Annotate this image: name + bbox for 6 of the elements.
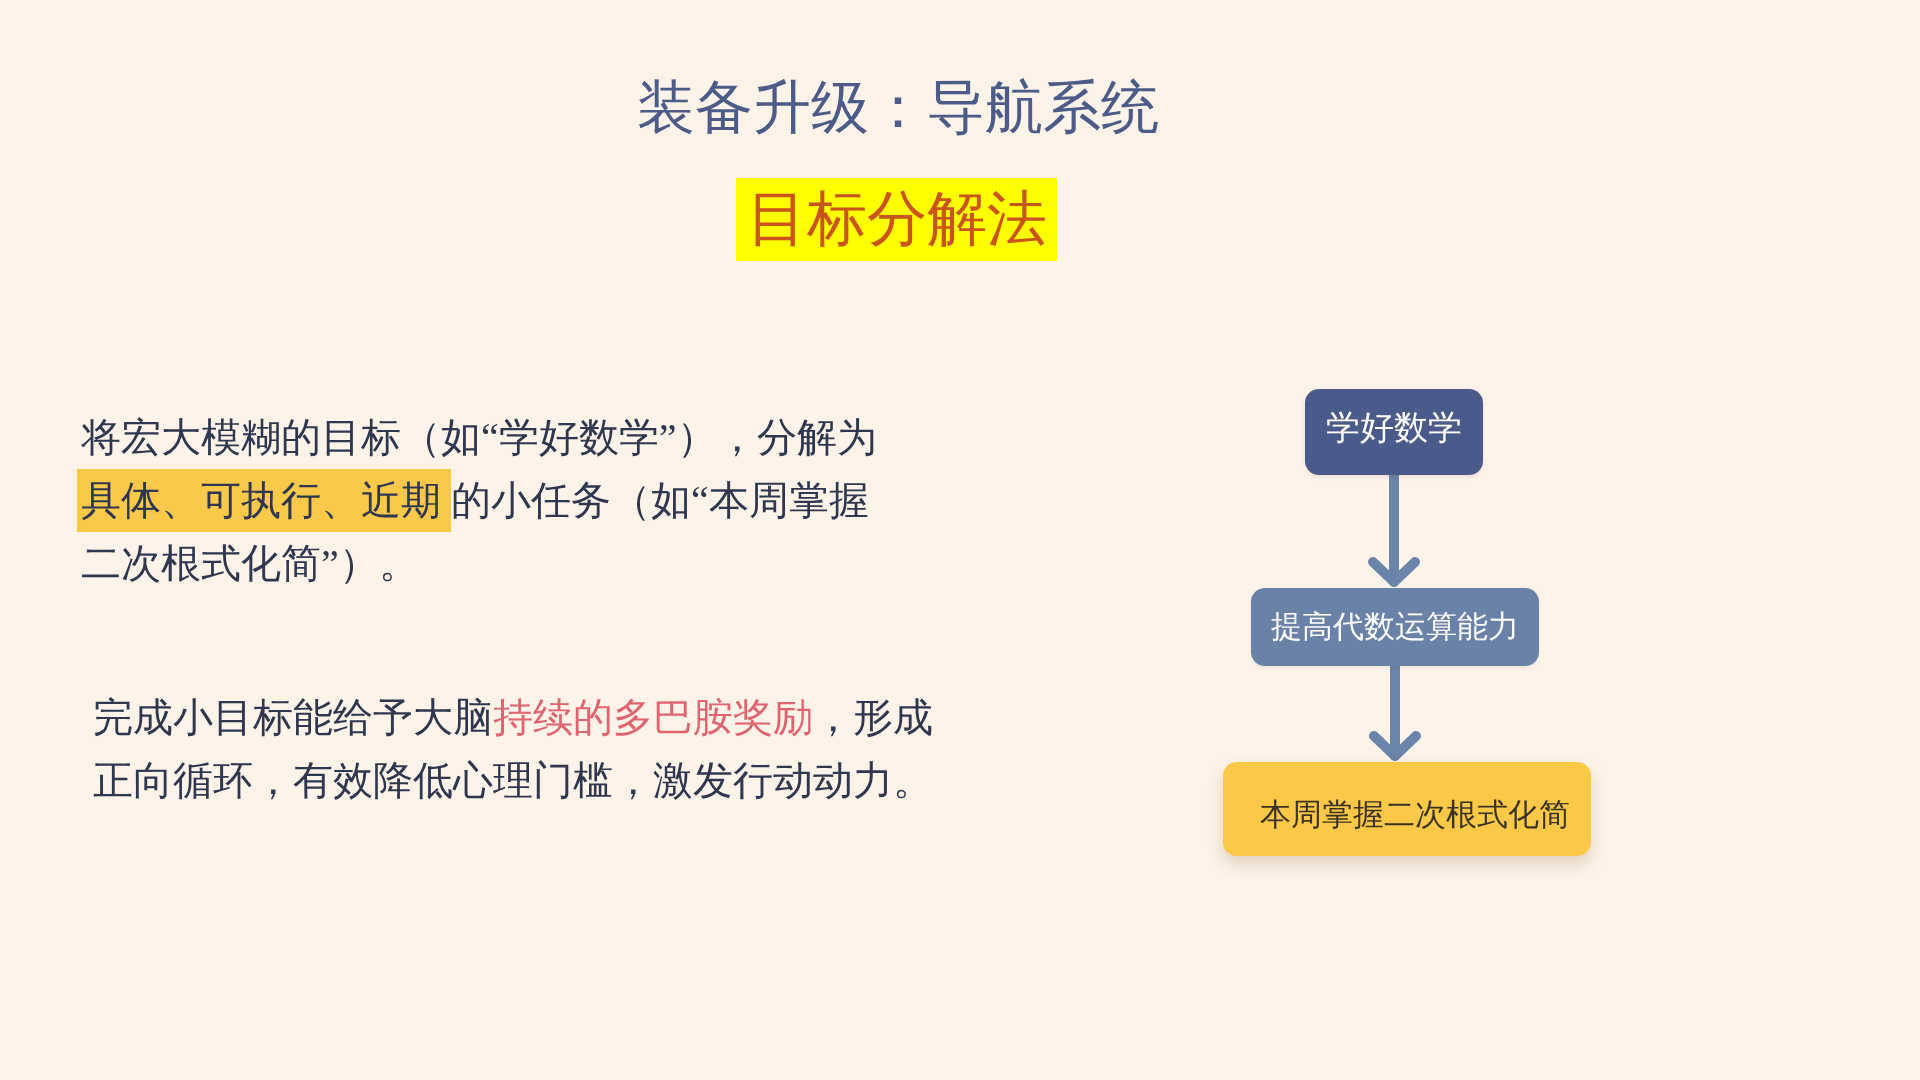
subtitle: 目标分解法: [736, 178, 1057, 261]
step-box: 学好数学: [1305, 389, 1483, 475]
step-box: 本周掌握二次根式化简: [1223, 762, 1591, 856]
title: 装备升级：导航系统: [636, 74, 1160, 142]
paragraph: 完成小目标能给予大脑持续的多巴胺奖励，形成正向循环，有效降低心理门槛，激发行动动力。: [93, 694, 934, 805]
step-box: 提高代数运算能力: [1251, 588, 1539, 666]
